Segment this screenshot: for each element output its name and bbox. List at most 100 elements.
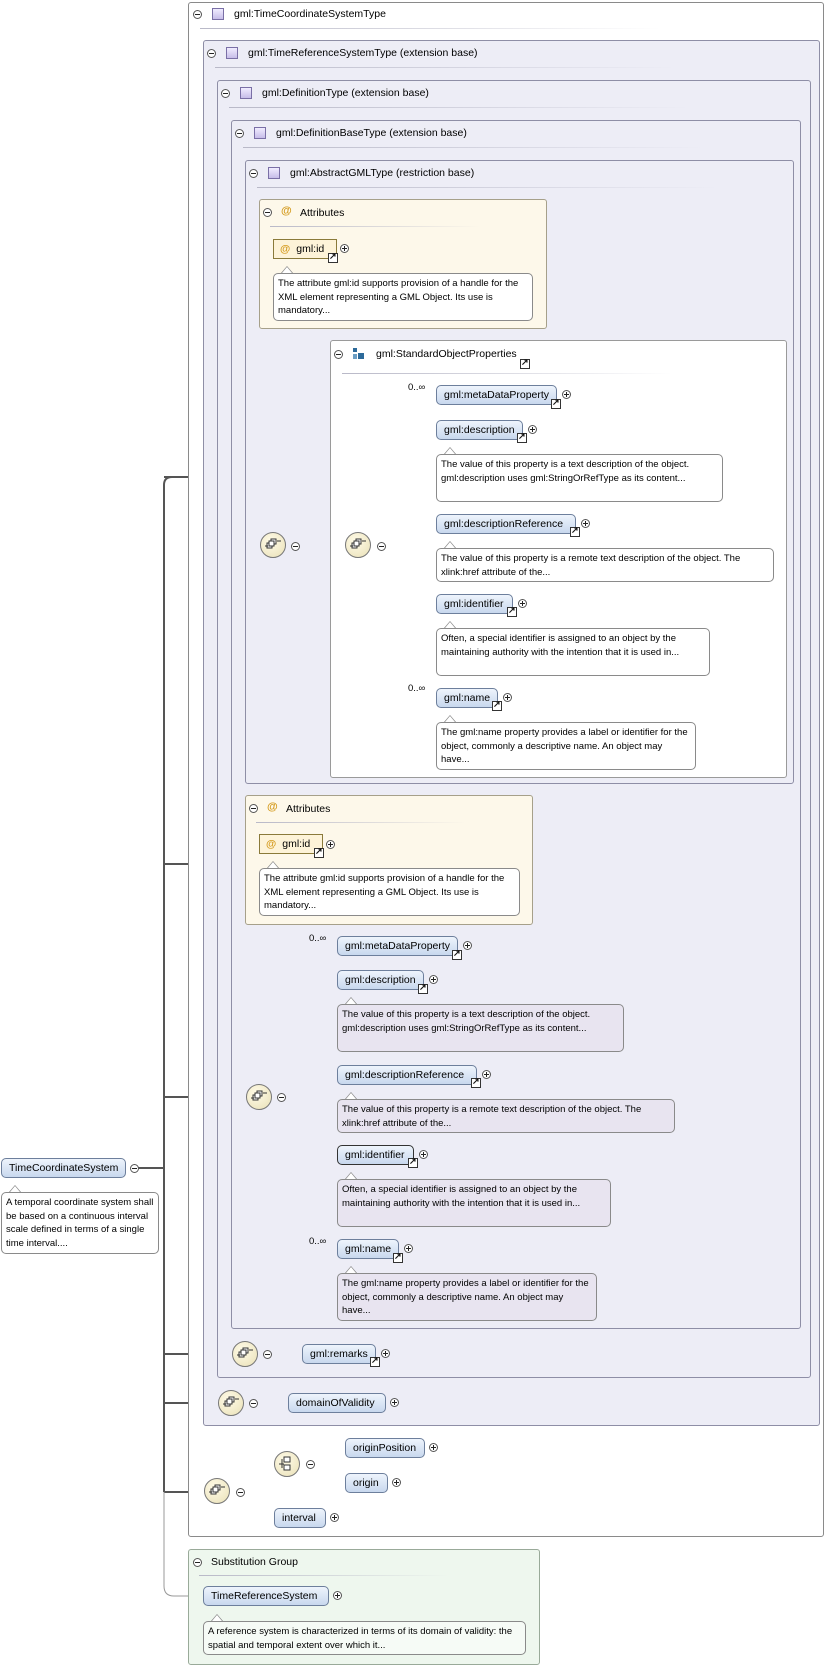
collapse-icon[interactable]	[263, 1350, 272, 1359]
documentation: A reference system is characterized in t…	[203, 1621, 526, 1655]
documentation: Often, a special identifier is assigned …	[436, 628, 710, 676]
collapse-icon[interactable]	[193, 10, 202, 19]
collapse-icon[interactable]	[334, 350, 343, 359]
element-name[interactable]: gml:name	[337, 1239, 399, 1259]
attribute-icon: @	[266, 838, 277, 850]
collapse-icon[interactable]	[207, 49, 216, 58]
link-icon[interactable]	[570, 525, 580, 537]
expand-icon[interactable]	[562, 390, 571, 399]
sequence-compositor[interactable]	[218, 1390, 244, 1416]
link-icon[interactable]	[551, 397, 561, 409]
collapse-icon[interactable]	[263, 208, 272, 217]
substitution-group-header: Substitution Group	[211, 1556, 298, 1568]
doc-pointer	[345, 1172, 357, 1179]
collapse-icon[interactable]	[221, 89, 230, 98]
root-element[interactable]: TimeCoordinateSystem	[1, 1158, 126, 1178]
element-time-reference-system[interactable]: TimeReferenceSystem	[203, 1586, 329, 1606]
header-divider	[200, 28, 660, 29]
attribute-gml-id[interactable]: @gml:id	[273, 239, 337, 259]
sequence-compositor[interactable]	[232, 1341, 258, 1367]
collapse-icon[interactable]	[130, 1164, 139, 1173]
doc-pointer	[9, 1185, 21, 1192]
link-icon[interactable]	[507, 605, 517, 617]
type-title: gml:DefinitionType (extension base)	[262, 87, 429, 99]
link-icon[interactable]	[492, 699, 502, 711]
element-identifier[interactable]: gml:identifier	[337, 1145, 414, 1165]
expand-icon[interactable]	[381, 1349, 390, 1358]
link-icon[interactable]	[393, 1251, 403, 1263]
element-metadataproperty[interactable]: gml:metaDataProperty	[436, 385, 557, 405]
element-origin[interactable]: origin	[345, 1473, 388, 1493]
sequence-compositor[interactable]	[246, 1084, 272, 1110]
type-title: gml:AbstractGMLType (restriction base)	[290, 167, 475, 179]
collapse-icon[interactable]	[306, 1460, 315, 1469]
expand-icon[interactable]	[528, 425, 537, 434]
choice-compositor[interactable]	[274, 1451, 300, 1477]
expand-icon[interactable]	[429, 975, 438, 984]
documentation: The value of this property is a text des…	[337, 1004, 624, 1052]
documentation: Often, a special identifier is assigned …	[337, 1179, 611, 1227]
collapse-icon[interactable]	[236, 1488, 245, 1497]
expand-icon[interactable]	[404, 1244, 413, 1253]
sequence-compositor[interactable]	[260, 532, 286, 558]
expand-icon[interactable]	[330, 1513, 339, 1522]
element-description[interactable]: gml:description	[337, 970, 424, 990]
expand-icon[interactable]	[581, 519, 590, 528]
collapse-icon[interactable]	[291, 542, 300, 551]
collapse-icon[interactable]	[377, 542, 386, 551]
sequence-compositor[interactable]	[345, 532, 371, 558]
attribute-gml-id[interactable]: @gml:id	[259, 834, 323, 854]
collapse-icon[interactable]	[277, 1093, 286, 1102]
expand-icon[interactable]	[503, 693, 512, 702]
doc-pointer	[281, 266, 293, 273]
documentation: The value of this property is a text des…	[436, 454, 723, 502]
group-title: gml:StandardObjectProperties	[376, 348, 517, 360]
link-icon[interactable]	[452, 948, 462, 960]
doc-pointer	[345, 1092, 357, 1099]
link-icon[interactable]	[471, 1076, 481, 1088]
expand-icon[interactable]	[482, 1070, 491, 1079]
collapse-icon[interactable]	[249, 804, 258, 813]
attribute-label: gml:id	[296, 243, 325, 255]
collapse-icon[interactable]	[249, 1399, 258, 1408]
element-description[interactable]: gml:description	[436, 420, 523, 440]
sequence-icon	[265, 538, 281, 549]
expand-icon[interactable]	[333, 1591, 342, 1600]
expand-icon[interactable]	[392, 1478, 401, 1487]
expand-icon[interactable]	[518, 599, 527, 608]
element-name[interactable]: gml:name	[436, 688, 498, 708]
complex-type-icon	[268, 167, 280, 179]
cardinality: 0..∞	[408, 382, 426, 393]
link-icon[interactable]	[418, 982, 428, 994]
expand-icon[interactable]	[340, 244, 349, 253]
element-interval[interactable]: interval	[274, 1508, 326, 1528]
element-descriptionreference[interactable]: gml:descriptionReference	[337, 1065, 477, 1085]
collapse-icon[interactable]	[193, 1558, 202, 1567]
link-icon[interactable]	[370, 1355, 380, 1367]
collapse-icon[interactable]	[235, 129, 244, 138]
element-identifier[interactable]: gml:identifier	[436, 594, 513, 614]
element-metadataproperty[interactable]: gml:metaDataProperty	[337, 936, 458, 956]
element-domain-of-validity[interactable]: domainOfValidity	[288, 1393, 386, 1413]
header-divider	[342, 373, 672, 374]
link-icon[interactable]	[408, 1156, 418, 1168]
attribute-icon: @	[281, 205, 292, 217]
collapse-icon[interactable]	[249, 169, 258, 178]
documentation: The gml:name property provides a label o…	[436, 722, 696, 770]
header-divider	[256, 822, 466, 823]
link-icon[interactable]	[328, 251, 338, 263]
complex-type-icon	[212, 8, 224, 20]
expand-icon[interactable]	[390, 1398, 399, 1407]
element-origin-position[interactable]: originPosition	[345, 1438, 425, 1458]
expand-icon[interactable]	[326, 840, 335, 849]
element-remarks[interactable]: gml:remarks	[302, 1344, 376, 1364]
expand-icon[interactable]	[419, 1150, 428, 1159]
link-icon[interactable]	[517, 431, 527, 443]
header-divider	[270, 226, 480, 227]
expand-icon[interactable]	[429, 1443, 438, 1452]
link-icon[interactable]	[520, 357, 530, 369]
element-descriptionreference[interactable]: gml:descriptionReference	[436, 514, 576, 534]
expand-icon[interactable]	[463, 941, 472, 950]
sequence-compositor[interactable]	[204, 1478, 230, 1504]
link-icon[interactable]	[314, 846, 324, 858]
